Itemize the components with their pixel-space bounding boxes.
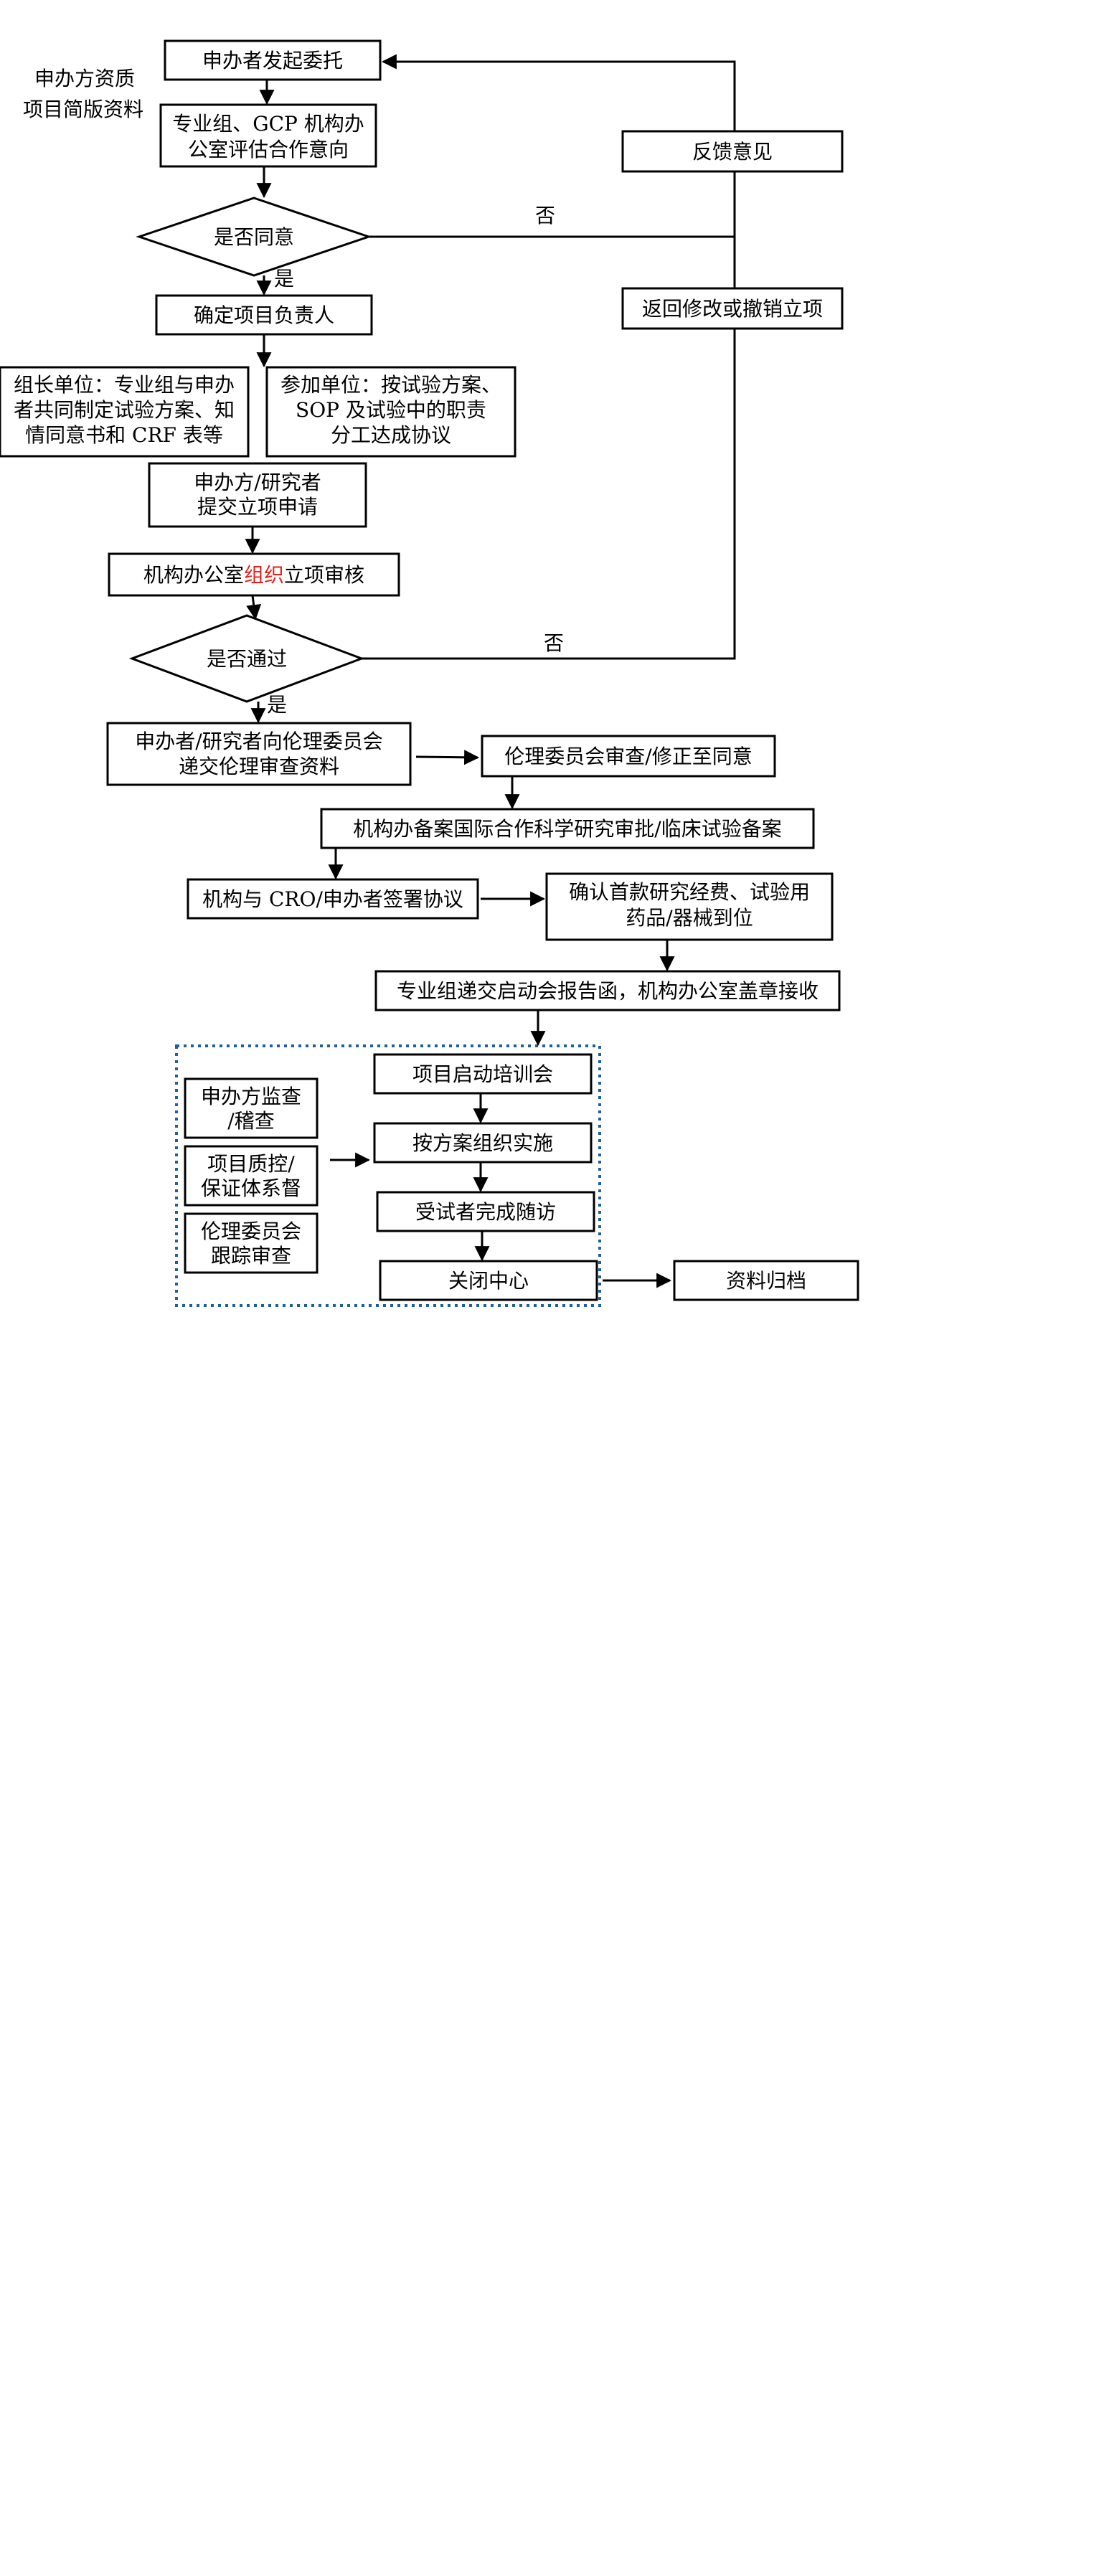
group-leader-box [0, 366, 250, 458]
start-text: 申办者发起委托 [202, 49, 343, 72]
sign-box [187, 878, 479, 920]
close-text: 关闭中心 [448, 1269, 529, 1293]
ethics-submit-line2: 递交伦理审查资料 [179, 755, 339, 778]
ethics-submit-line1: 申办者/研究者向伦理委员会 [135, 730, 382, 753]
ethics-review-text: 伦理委员会审查/修正至同意 [504, 745, 752, 768]
participant-line2: SOP 及试验中的职责 [296, 398, 486, 422]
note-line2: 项目简版资料 [23, 98, 143, 121]
label-no-pass: 否 [544, 631, 564, 655]
filing-text: 机构办备案国际合作科学研究审批/临床试验备案 [353, 817, 781, 841]
note-line1: 申办方资质 [34, 67, 135, 90]
ethics-track-box [184, 1212, 319, 1274]
agree-diamond [136, 197, 372, 277]
confirm-line1: 确认首款研究经费、试验用 [569, 880, 810, 904]
confirm-box [545, 872, 834, 941]
label-no-agree: 否 [535, 204, 555, 227]
submit-line2: 提交立项申请 [197, 495, 318, 519]
group-leader-line2: 者共同制定试验方案、知 [14, 398, 235, 422]
start-box [164, 39, 382, 81]
monitor-line1: 申办方监查 [201, 1085, 301, 1108]
leader-text: 确定项目负责人 [194, 303, 334, 327]
group-leader-line3: 情同意书和 CRF 表等 [25, 423, 223, 447]
return-text: 返回修改或撤销立项 [642, 297, 823, 321]
participant-box [265, 366, 517, 458]
ethics-submit-box [106, 722, 412, 786]
implementation-group [175, 1044, 601, 1307]
participant-line1: 参加单位：按试验方案、 [280, 373, 501, 397]
feedback-box [621, 130, 844, 173]
ethics-review-box [481, 735, 776, 778]
review-highlight: 组织 [244, 563, 284, 587]
monitor-box [184, 1077, 319, 1139]
loop-pass-no [362, 329, 736, 660]
kickoff-report-box [374, 970, 841, 1011]
sign-text: 机构与 CRO/申办者签署协议 [202, 887, 463, 911]
archive-box [673, 1260, 859, 1301]
pass-diamond [128, 614, 365, 703]
followup-text: 受试者完成随访 [415, 1200, 556, 1224]
submit-box [148, 462, 367, 528]
label-yes-agree: 是 [274, 267, 294, 291]
confirm-line2: 药品/器械到位 [626, 906, 753, 930]
qc-line2: 保证体系督 [201, 1176, 301, 1200]
feedback-text: 反馈意见 [692, 140, 773, 164]
review-text: 机构办公室组织立项审核 [143, 563, 364, 587]
implement-text: 按方案组织实施 [412, 1131, 553, 1155]
return-box [621, 287, 844, 330]
ethics-track-line1: 伦理委员会 [201, 1219, 301, 1243]
participant-line3: 分工达成协议 [331, 423, 451, 447]
filing-box [320, 808, 815, 849]
pass-text: 是否通过 [207, 647, 287, 671]
arrow-ethics-review [415, 750, 480, 765]
monitor-line2: /稽查 [227, 1109, 274, 1133]
group-leader-line1: 组长单位：专业组与申办 [14, 373, 235, 397]
training-box [373, 1053, 593, 1095]
review-suffix: 立项审核 [284, 563, 364, 587]
evaluate-line2: 公室评估合作意向 [188, 138, 349, 161]
arrow-review-pass [246, 595, 262, 621]
archive-text: 资料归档 [726, 1269, 806, 1293]
review-prefix: 机构办公室 [143, 563, 244, 587]
kickoff-report-text: 专业组递交启动会报告函，机构办公室盖章接收 [397, 979, 819, 1003]
evaluate-box [159, 103, 377, 168]
ethics-track-line2: 跟踪审查 [211, 1244, 291, 1268]
agree-text: 是否同意 [214, 225, 294, 249]
evaluate-line1: 专业组、GCP 机构办 [172, 112, 364, 136]
submit-line1: 申办方/研究者 [194, 471, 321, 494]
training-text: 项目启动培训会 [412, 1062, 553, 1086]
label-yes-pass: 是 [267, 693, 287, 717]
loop-feedback-start [381, 54, 736, 131]
qc-box [184, 1145, 319, 1207]
qc-line1: 项目质控/ [207, 1152, 295, 1176]
